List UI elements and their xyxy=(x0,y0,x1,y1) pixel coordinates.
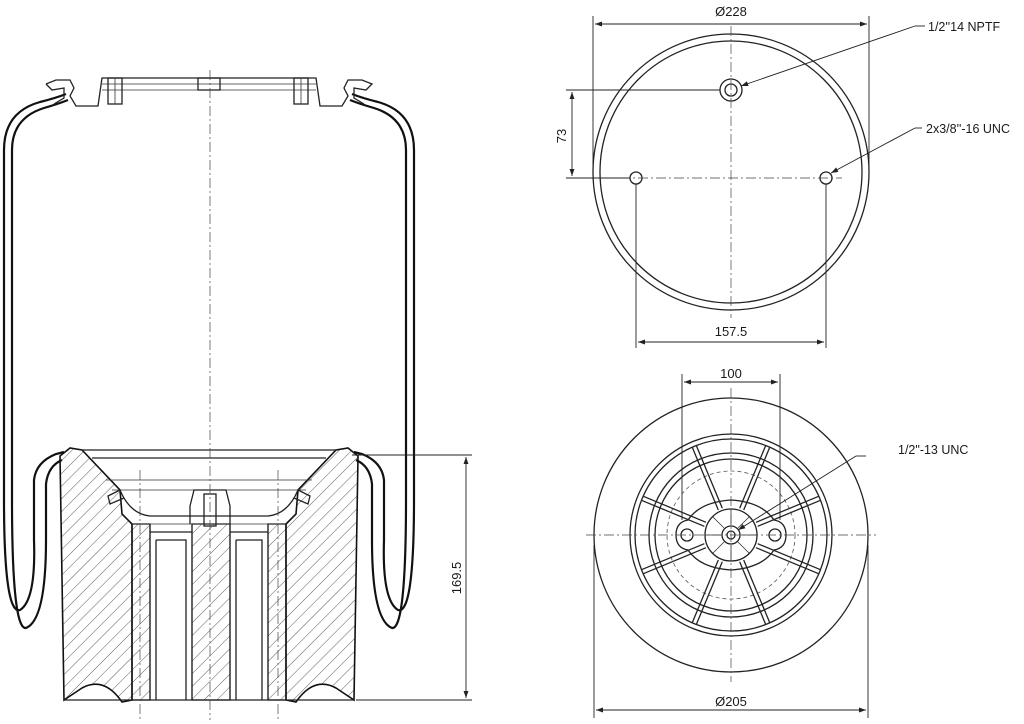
bellows-outer xyxy=(2,92,416,612)
air-fitting-port xyxy=(197,77,221,91)
inner-cavity xyxy=(150,531,268,700)
top-bead-left xyxy=(45,83,65,105)
top-offset-label: 73 xyxy=(554,129,569,143)
rib-line-3-0 xyxy=(642,547,707,575)
bead-right xyxy=(293,489,311,505)
bottom-ribs xyxy=(641,445,821,625)
bead-left xyxy=(107,489,125,505)
boss-spoke-1 xyxy=(737,541,750,554)
rib-line-2-0 xyxy=(695,561,723,625)
piston-dish-lines xyxy=(106,479,312,491)
top-studs-callout: 2x3/8''-16 UNC xyxy=(926,122,1010,136)
piston-hatch-left xyxy=(59,447,133,703)
piston-hatch-right xyxy=(285,447,359,703)
rib-line-5-1 xyxy=(695,445,723,509)
inner-core-hatch-center xyxy=(191,523,231,701)
rib-line-1-0 xyxy=(743,559,771,624)
bottom-bolt-callout: 1/2"-13 UNC xyxy=(898,443,968,457)
rib-line-2-1 xyxy=(691,559,719,624)
piston-dish xyxy=(82,449,336,517)
top-bead-plate xyxy=(45,77,374,107)
side-section-view: 169.5 xyxy=(2,70,472,720)
air-fitting-callout: 1/2''14 NPTF xyxy=(928,20,1001,34)
center-boss-outline xyxy=(675,499,787,571)
bottom-spacing-label: 100 xyxy=(720,366,742,381)
rib-line-4-1 xyxy=(642,495,707,523)
rib-line-6-0 xyxy=(739,445,767,509)
boss-spoke-5 xyxy=(712,516,725,529)
rib-line-1-1 xyxy=(739,561,767,625)
rib-line-4-0 xyxy=(641,499,705,527)
rib-line-5-0 xyxy=(691,446,719,511)
bottom-bolt-leader xyxy=(737,455,857,531)
bellows-inner xyxy=(10,98,408,630)
bolt-spacing-top-label: 157.5 xyxy=(715,324,748,339)
rib-line-0-1 xyxy=(755,547,820,575)
rib-line-7-1 xyxy=(757,499,821,527)
stud-leader xyxy=(830,127,916,174)
rib-line-0-0 xyxy=(757,543,821,571)
rib-line-3-1 xyxy=(641,543,705,571)
air-fitting-leader xyxy=(740,25,916,87)
center-bolt-boss xyxy=(189,489,231,524)
bottom-view: 100 Ø205 1/2"-13 UNC xyxy=(586,366,968,718)
height-dimension-label: 169.5 xyxy=(449,562,464,595)
top-diameter-label: Ø228 xyxy=(715,4,747,19)
top-view: Ø228 73 157.5 1/2''14 NPTF 2x3/8''-16 UN… xyxy=(554,4,1010,348)
bottom-diameter-label: Ø205 xyxy=(715,694,747,709)
boss-spoke-3 xyxy=(712,541,725,554)
rib-line-6-1 xyxy=(743,446,771,511)
rib-line-7-0 xyxy=(755,495,820,523)
